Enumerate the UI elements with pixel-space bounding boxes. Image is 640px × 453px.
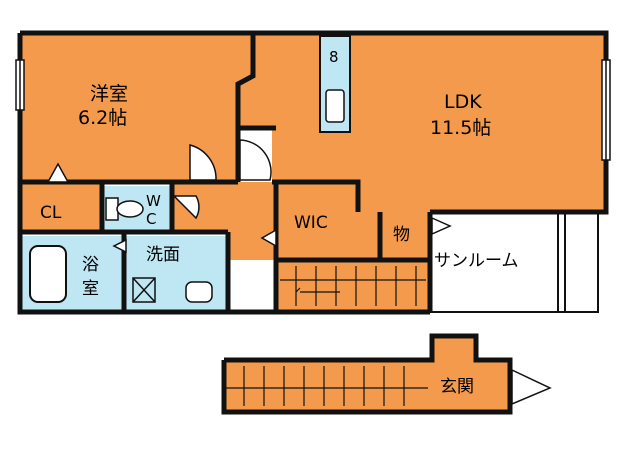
wash-label: 洗面 — [146, 245, 180, 265]
toilet-label-w: W — [146, 192, 161, 210]
ldk-name: LDK — [444, 91, 482, 113]
storage-label: 物 — [393, 225, 410, 245]
entrance-step — [432, 336, 476, 360]
stairs-lower-icon — [226, 366, 428, 406]
sunroom-label: サンルーム — [434, 251, 519, 271]
western-room-name: 洋室 — [90, 83, 128, 105]
entrance-door-icon — [511, 368, 552, 406]
toilet-icon — [105, 197, 144, 221]
bathtub-icon — [29, 245, 67, 303]
wic-label: WIC — [294, 213, 328, 233]
sink-icon — [325, 89, 345, 123]
lower-floor — [221, 333, 552, 415]
sunroom-area — [430, 212, 558, 312]
storage-area — [380, 212, 430, 260]
washbasin-icon — [185, 281, 213, 303]
stairs-upper-area — [276, 260, 430, 312]
washer-icon — [132, 277, 156, 303]
bath-label-1: 浴 — [82, 255, 99, 275]
toilet-label-c: C — [146, 210, 156, 228]
ldk-size: 11.5帖 — [430, 117, 491, 139]
room-labels: 洋室 6.2帖 LDK 11.5帖 CL W C 洗面 浴 室 WIC 物 サン… — [40, 83, 519, 397]
window-icon — [15, 59, 611, 161]
closet-area — [20, 182, 102, 232]
entrance-label: 玄関 — [440, 377, 474, 397]
wic-area — [276, 182, 380, 260]
sunroom-outline — [430, 211, 599, 313]
kitchen-counter: 8 — [319, 35, 351, 133]
bath-label-2: 室 — [82, 279, 99, 299]
kitchen-number: 8 — [329, 48, 339, 66]
western-room-area — [20, 33, 253, 182]
door-swing-icon — [46, 139, 452, 254]
western-room-size: 6.2帖 — [78, 107, 127, 129]
closet-label: CL — [40, 203, 62, 223]
stairs-icon — [280, 266, 426, 306]
entrance-landing — [224, 360, 510, 412]
